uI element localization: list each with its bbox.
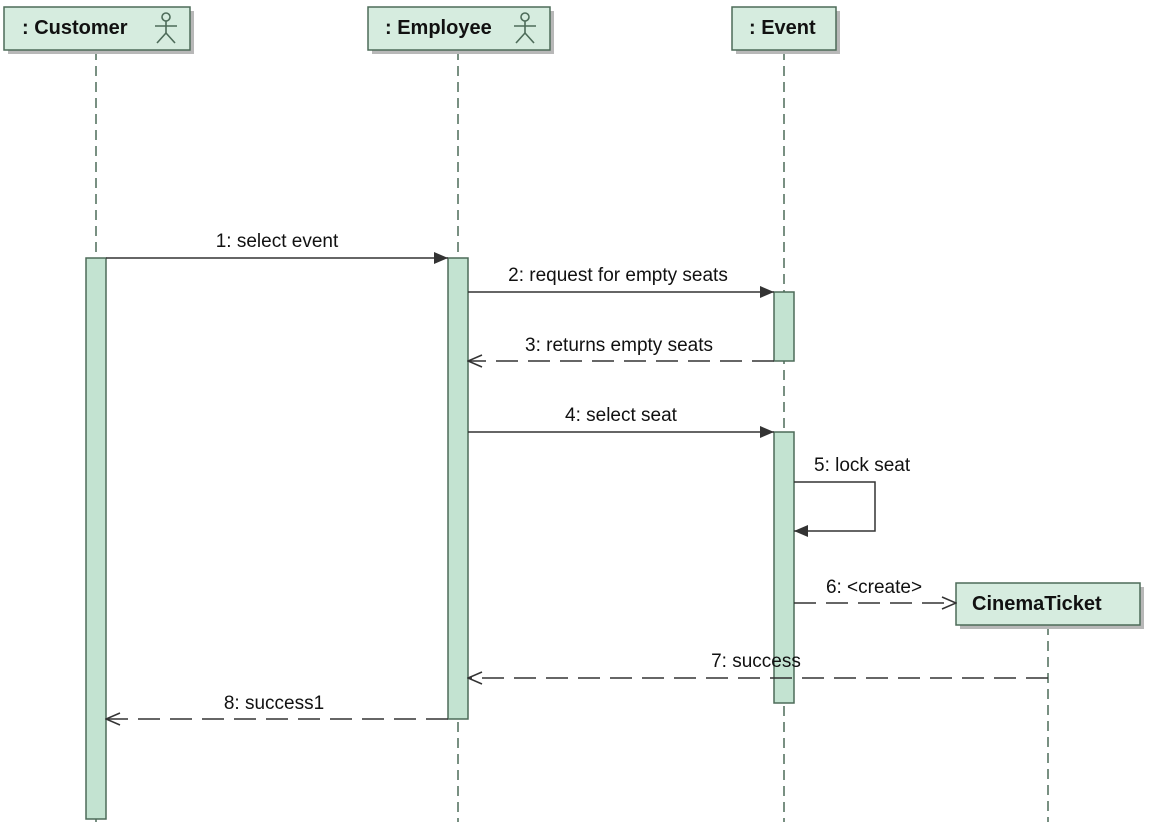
stick-figure-icon [155, 12, 177, 44]
lifeline-header-event[interactable]: : Event [731, 6, 840, 54]
message-label: 1: select event [216, 231, 339, 252]
message-label: 4: select seat [565, 405, 678, 426]
message-4[interactable]: 4: select seat [468, 405, 774, 438]
message-3[interactable]: 3: returns empty seats [468, 335, 774, 361]
message-7[interactable]: 7: success [468, 651, 1048, 678]
message-8[interactable]: 8: success1 [106, 693, 448, 719]
message-label: 2: request for empty seats [508, 265, 728, 286]
activation-event-1 [773, 291, 795, 362]
message-1[interactable]: 1: select event [106, 231, 448, 264]
message-label: 6: <create> [826, 577, 922, 598]
lifeline-header-employee[interactable]: : Employee [367, 6, 554, 54]
message-label: 5: lock seat [814, 455, 911, 476]
message-label: 8: success1 [224, 693, 324, 714]
activation-employee [447, 257, 469, 720]
message-5-self[interactable]: 5: lock seat [794, 455, 911, 537]
event-title: : Event [749, 17, 816, 39]
message-6-create[interactable]: 6: <create> [794, 577, 956, 603]
message-label: 3: returns empty seats [525, 335, 713, 356]
employee-title: : Employee [385, 17, 492, 39]
activation-customer [85, 257, 107, 820]
message-label: 7: success [711, 651, 801, 672]
customer-title: : Customer [22, 17, 128, 39]
activation-event-2 [773, 431, 795, 704]
lifeline-header-cinema-ticket[interactable]: CinemaTicket [955, 582, 1144, 629]
stick-figure-icon [514, 12, 536, 44]
cinema-ticket-title: CinemaTicket [972, 593, 1102, 615]
lifeline-header-customer[interactable]: : Customer [3, 6, 194, 54]
message-2[interactable]: 2: request for empty seats [468, 265, 774, 298]
